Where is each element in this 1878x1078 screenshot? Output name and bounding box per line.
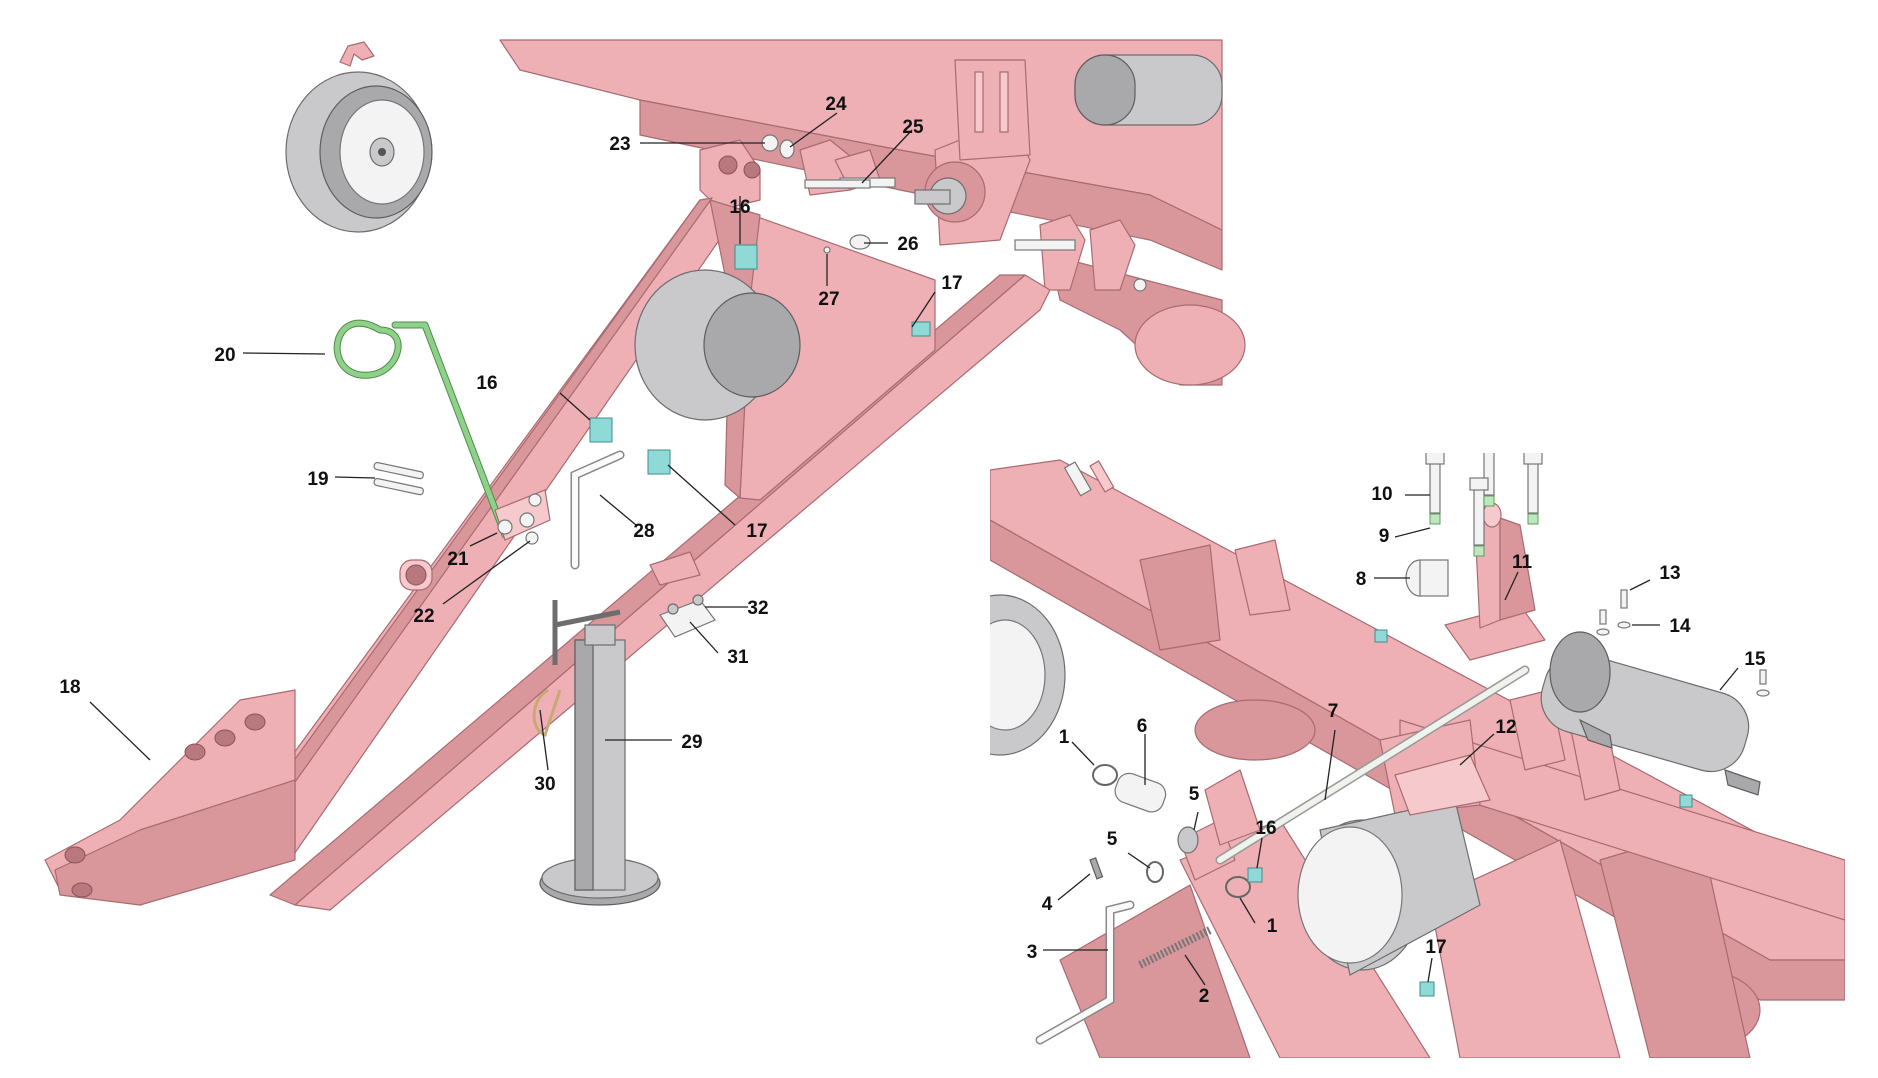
- callout-18: 18: [59, 677, 80, 698]
- jack-mount: [649, 551, 701, 586]
- callout-29: 29: [681, 732, 702, 753]
- callout-7: 7: [1328, 701, 1339, 722]
- hinge-plate: [494, 489, 551, 541]
- bolts-10: [1425, 453, 1543, 557]
- callout-labels-right: 1 1 2 3 4 5 5 6 7 8 9 10 11 12 13 14 15 …: [1027, 484, 1766, 1007]
- callout-16: 16: [476, 373, 497, 394]
- callout-28: 28: [633, 521, 654, 542]
- spring-pin: [333, 319, 509, 539]
- callout-12: 12: [1495, 717, 1516, 738]
- callout-30: 30: [534, 774, 555, 795]
- washer: [779, 139, 795, 159]
- leader-lines-right: [1043, 494, 1739, 986]
- wheel-arm: [339, 41, 375, 67]
- gauge-wheel: [634, 269, 801, 421]
- callout-16: 16: [729, 197, 750, 218]
- callout-13: 13: [1659, 563, 1680, 584]
- bolt: [804, 179, 871, 189]
- callout-17: 17: [941, 273, 962, 294]
- callout-1: 1: [1059, 727, 1070, 748]
- parking-jack: [539, 600, 661, 906]
- callout-24: 24: [825, 94, 847, 115]
- drawbar-frame: [44, 197, 1051, 911]
- callout-22: 22: [413, 606, 434, 627]
- callout-17: 17: [746, 521, 767, 542]
- callout-5: 5: [1107, 829, 1118, 850]
- jack-clamp: [659, 594, 716, 638]
- bolts: [373, 461, 424, 496]
- callout-5: 5: [1189, 784, 1200, 805]
- clip: [849, 234, 871, 250]
- callout-labels-left: 16 16 17 17 18 19 20 21 22 23 24 25 26 2…: [59, 94, 962, 795]
- callout-31: 31: [727, 647, 749, 668]
- clamp-block: [647, 449, 671, 475]
- lynch-pin: [532, 688, 562, 737]
- callout-6: 6: [1137, 716, 1148, 737]
- clamp-block: [589, 417, 613, 443]
- callout-15: 15: [1744, 649, 1766, 670]
- gearbox: [914, 59, 1031, 246]
- callout-23: 23: [609, 134, 630, 155]
- clamp-block: [734, 244, 758, 270]
- callout-27: 27: [818, 289, 839, 310]
- clamp-block: [911, 321, 931, 337]
- callout-25: 25: [902, 117, 924, 138]
- callout-4: 4: [1042, 894, 1053, 915]
- right-view: 1 1 2 3 4 5 5 6 7 8 9 10 11 12 13 14 15 …: [990, 453, 1845, 1058]
- callout-14: 14: [1669, 616, 1691, 637]
- callout-17: 17: [1425, 937, 1446, 958]
- callout-21: 21: [447, 549, 469, 570]
- transport-wheel: [285, 71, 433, 233]
- pin: [823, 246, 831, 254]
- callout-1: 1: [1267, 916, 1278, 937]
- callout-8: 8: [1356, 569, 1367, 590]
- left-view: 16 16 17 17 18 19 20 21 22 23 24 25 26 2…: [44, 39, 1246, 911]
- callout-20: 20: [214, 345, 235, 366]
- callout-32: 32: [747, 598, 768, 619]
- callout-10: 10: [1371, 484, 1392, 505]
- callout-9: 9: [1379, 526, 1390, 547]
- hydraulic-cylinder-15: [1540, 631, 1761, 796]
- callout-26: 26: [897, 234, 918, 255]
- callout-19: 19: [307, 469, 328, 490]
- leader-lines: [89, 112, 936, 771]
- callout-16: 16: [1255, 818, 1276, 839]
- callout-2: 2: [1199, 986, 1210, 1007]
- callout-11: 11: [1512, 552, 1533, 573]
- hydraulic-cylinder: [1074, 54, 1223, 126]
- callout-3: 3: [1027, 942, 1038, 963]
